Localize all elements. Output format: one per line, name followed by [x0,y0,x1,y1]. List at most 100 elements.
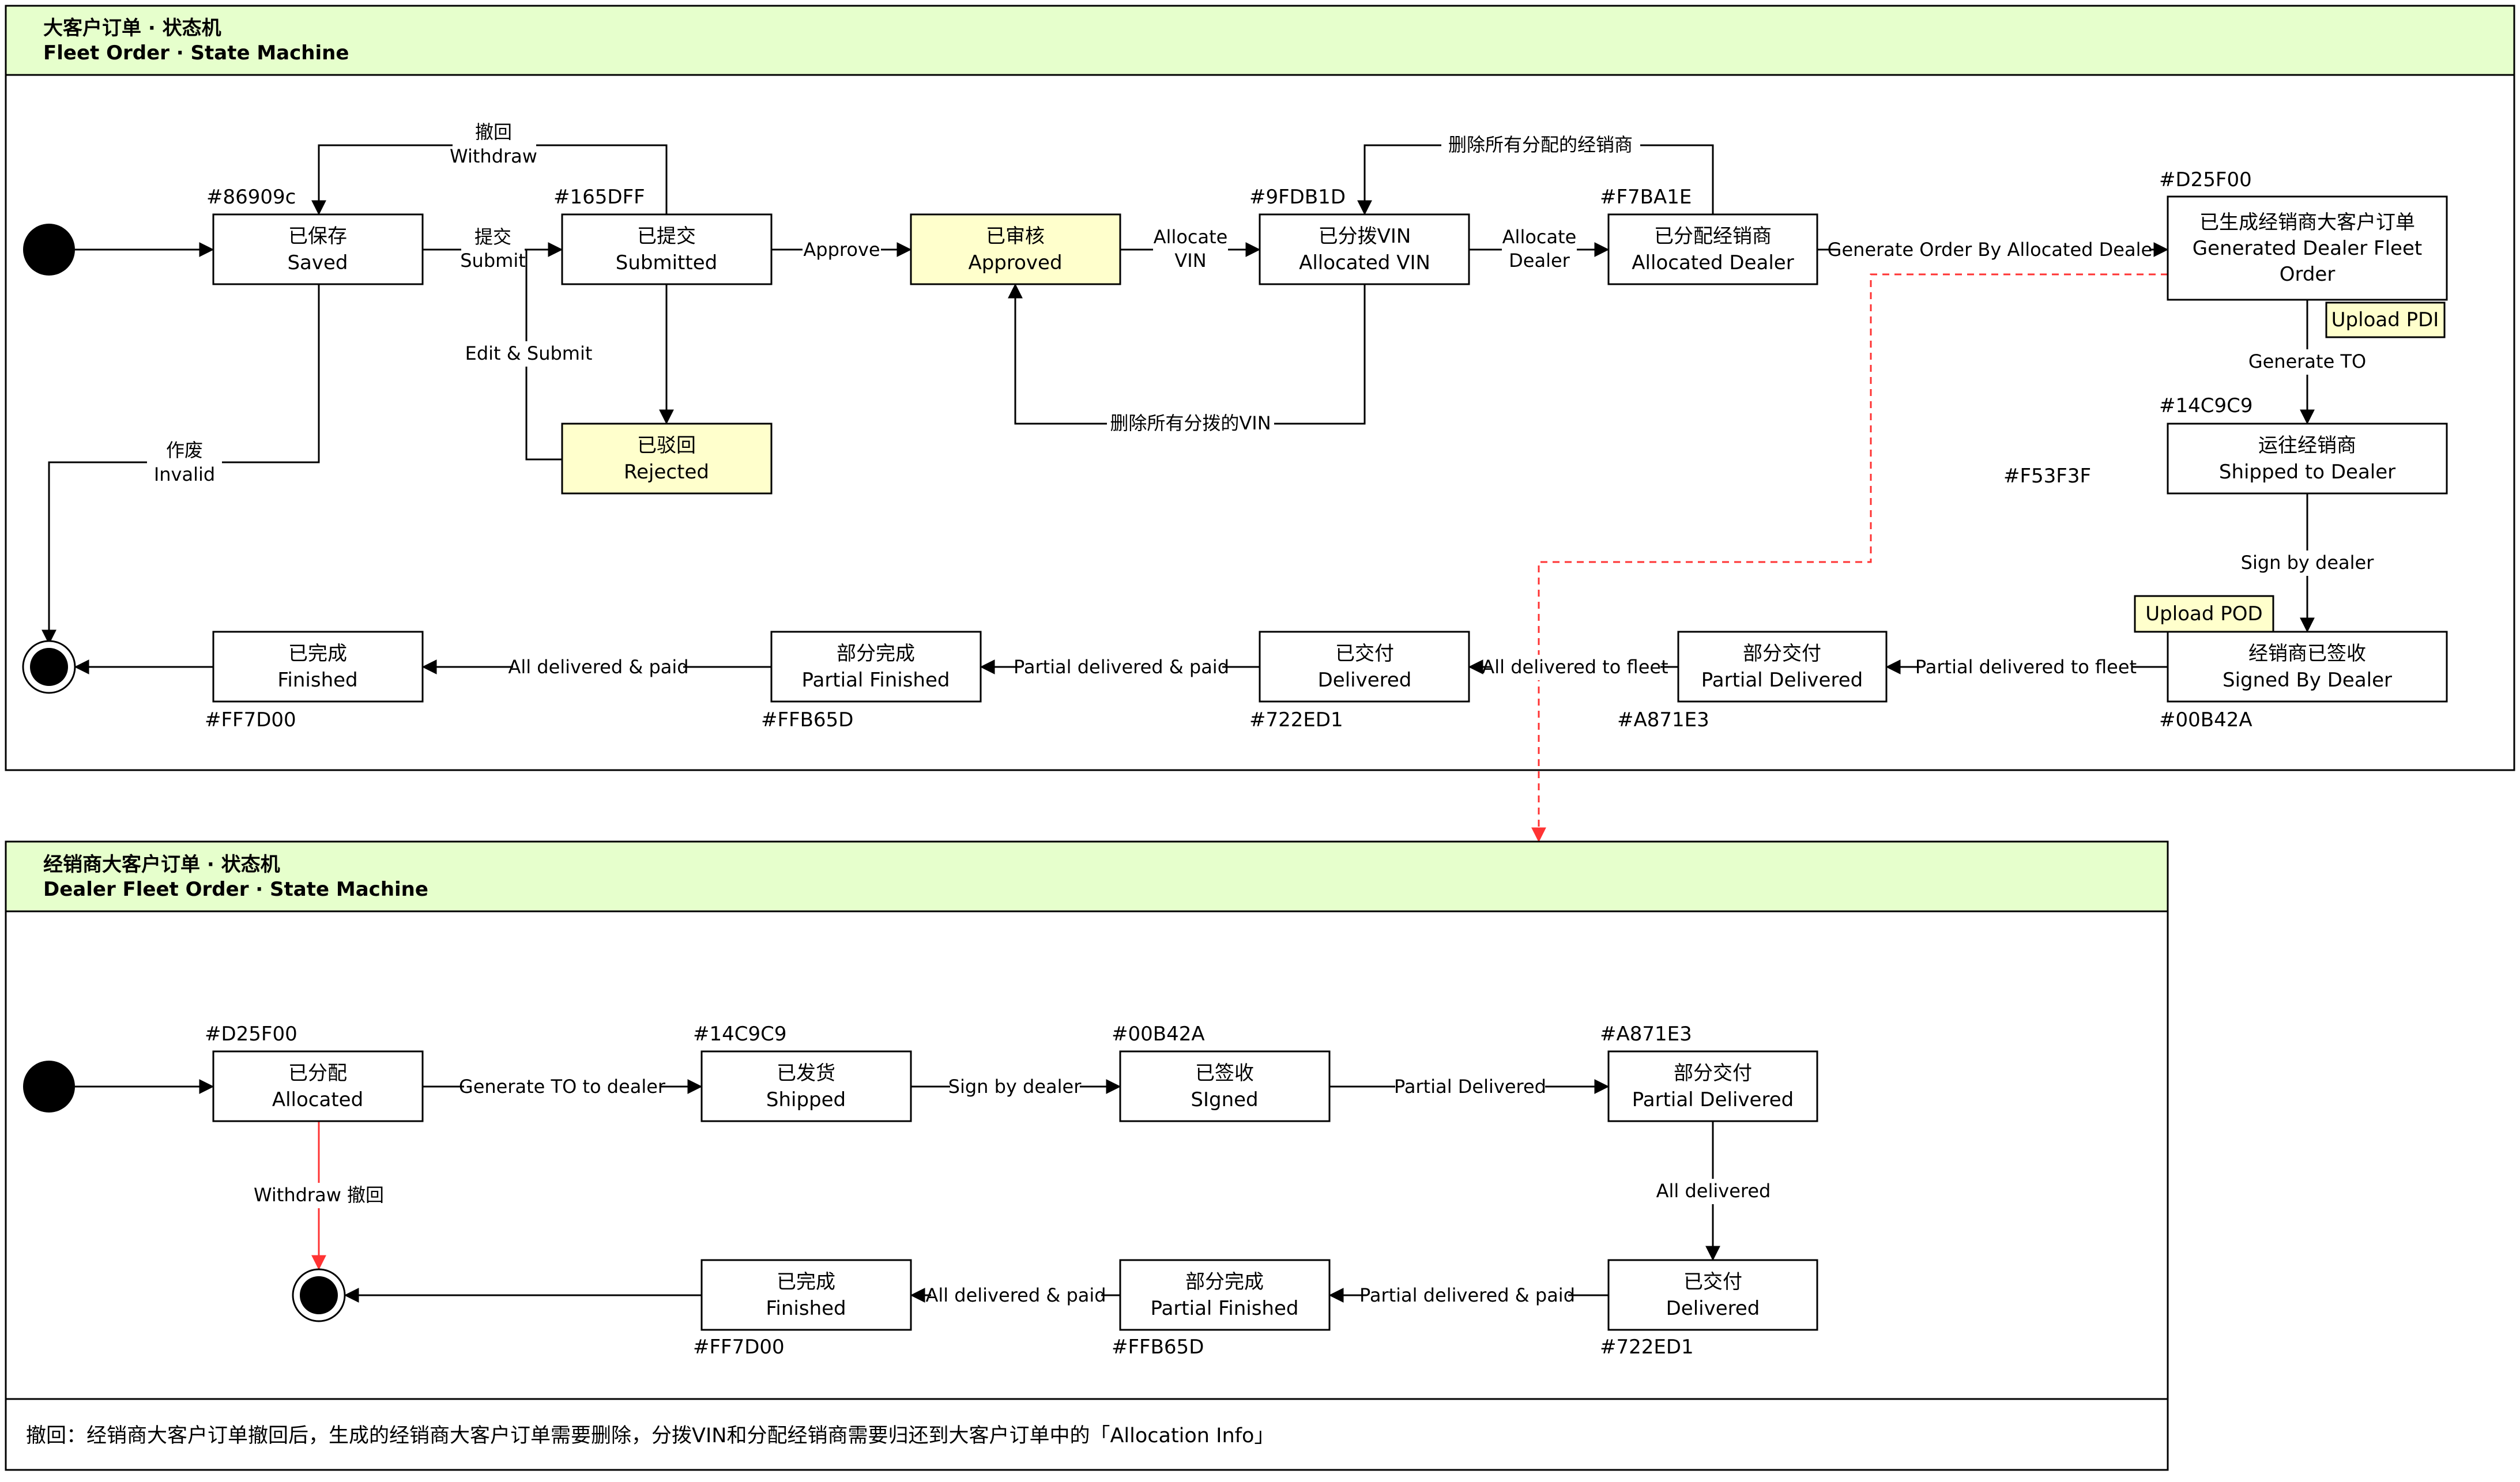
label-allocate-dealer-2: Dealer [1509,250,1570,271]
label-withdraw-en: Withdraw [450,145,537,167]
code-shipped-to-dealer: #14C9C9 [2159,394,2253,417]
fleet-states: 已保存 Saved #86909c 已提交 Submitted #165DFF … [22,168,2448,731]
d-code-delivered: #722ED1 [1600,1336,1694,1359]
svg-text:Finished: Finished [766,1297,846,1320]
d-label-all-delivered: All delivered [1656,1180,1771,1202]
svg-text:已分拨VIN: 已分拨VIN [1319,225,1411,248]
state-partial-delivered[interactable]: 部分交付 Partial Delivered [1677,631,1888,703]
state-approved[interactable]: 已审核 Approved [910,213,1121,285]
label-partial-paid: Partial delivered & paid [1014,656,1229,678]
svg-text:已发货: 已发货 [777,1062,835,1085]
label-delete-dealers: 删除所有分配的经销商 [1448,134,1633,156]
d-state-partial-finished[interactable]: 部分完成 Partial Finished [1119,1259,1331,1331]
d-label-partial-paid: Partial delivered & paid [1359,1284,1575,1306]
code-delivered: #722ED1 [1249,708,1343,731]
svg-text:已完成: 已完成 [288,642,347,665]
svg-text:部分完成: 部分完成 [837,642,915,665]
code-generated: #D25F00 [2159,168,2252,191]
svg-text:已签收: 已签收 [1195,1062,1254,1085]
svg-text:已保存: 已保存 [288,225,347,248]
label-invalid-en: Invalid [154,463,215,485]
d-state-signed[interactable]: 已签收 SIgned [1119,1050,1331,1122]
state-generated-dealer-order[interactable]: 已生成经销商大客户订单 Generated Dealer Fleet Order [2167,195,2448,301]
d-code-partial-finished: #FFB65D [1112,1336,1204,1359]
state-submitted[interactable]: 已提交 Submitted [561,213,773,285]
svg-text:Order: Order [2280,263,2336,286]
d-code-shipped: #14C9C9 [693,1023,787,1046]
code-allocated-dealer: #F7BA1E [1600,186,1692,209]
svg-text:Allocated VIN: Allocated VIN [1299,251,1430,274]
d-label-partial-delivered: Partial Delivered [1394,1076,1546,1098]
svg-text:Allocated Dealer: Allocated Dealer [1632,251,1794,274]
dealer-fleet-order-panel: 经销商大客户订单 · 状态机 Dealer Fleet Order · Stat… [5,840,2169,1471]
d-state-partial-delivered[interactable]: 部分交付 Partial Delivered [1607,1050,1818,1122]
svg-text:Rejected: Rejected [624,461,709,484]
d-state-finished[interactable]: 已完成 Finished [700,1259,912,1331]
svg-text:运往经销商: 运往经销商 [2258,434,2356,457]
label-delete-vins: 删除所有分拨的VIN [1110,412,1271,434]
svg-text:已交付: 已交付 [1683,1270,1742,1294]
code-saved: #86909c [206,186,296,209]
d-state-allocated[interactable]: 已分配 Allocated [212,1050,424,1122]
initial-state [23,224,75,276]
code-submitted: #165DFF [553,186,645,209]
label-submit-zh: 提交 [474,226,511,248]
svg-text:已完成: 已完成 [777,1270,835,1294]
svg-text:Shipped: Shipped [766,1088,846,1111]
final-state [22,640,76,694]
state-finished[interactable]: 已完成 Finished [212,631,424,703]
dealer-states: 已分配 Allocated #D25F00 已发货 Shipped #14C9C… [23,1023,1818,1359]
state-saved[interactable]: 已保存 Saved [212,213,424,285]
note-upload-pod: Upload POD [2134,595,2274,633]
edge-edit-submit [525,250,562,461]
svg-text:已审核: 已审核 [986,225,1045,248]
d-state-shipped[interactable]: 已发货 Shipped [700,1050,912,1122]
state-rejected[interactable]: 已驳回 Rejected [561,423,773,495]
label-generate-to: Generate TO [2248,350,2366,372]
state-allocated-vin[interactable]: 已分拨VIN Allocated VIN [1259,213,1470,285]
withdraw-note: 撤回：经销商大客户订单撤回后，生成的经销商大客户订单需要删除，分拨VIN和分配经… [26,1424,1274,1447]
svg-text:SIgned: SIgned [1191,1088,1258,1111]
d-initial-state [23,1061,75,1113]
svg-text:Upload PDI: Upload PDI [2331,308,2439,331]
svg-text:Finished: Finished [277,669,357,692]
label-withdraw-zh: 撤回 [475,121,512,143]
svg-text:Approved: Approved [968,251,1062,274]
d-code-allocated: #D25F00 [205,1023,297,1046]
d-code-signed: #00B42A [1112,1023,1205,1046]
svg-text:Shipped to Dealer: Shipped to Dealer [2219,461,2395,484]
state-allocated-dealer[interactable]: 已分配经销商 Allocated Dealer [1607,213,1818,285]
dealer-edge-labels: Generate TO to dealer Sign by dealer Par… [253,1074,1773,1308]
svg-text:Signed By Dealer: Signed By Dealer [2223,669,2392,692]
state-partial-finished[interactable]: 部分完成 Partial Finished [770,631,982,703]
state-signed-by-dealer[interactable]: 经销商已签收 Signed By Dealer [2167,631,2448,703]
label-edit-submit: Edit & Submit [465,342,593,364]
d-code-finished: #FF7D00 [693,1336,785,1359]
fleet-edge-labels: 撤回 Withdraw 提交 Submit Edit & Submit Appr… [147,118,2375,680]
d-label-withdraw: Withdraw 撤回 [254,1184,384,1206]
code-partial-delivered: #A871E3 [1617,708,1709,731]
svg-text:Upload POD: Upload POD [2145,602,2262,625]
label-partial-to-fleet: Partial delivered to fleet [1915,656,2137,678]
note-upload-pdi: Upload PDI [2325,301,2446,338]
label-all-to-fleet: All delivered to fleet [1482,656,1668,678]
svg-text:Partial Delivered: Partial Delivered [1701,669,1863,692]
state-delivered[interactable]: 已交付 Delivered [1259,631,1470,703]
svg-text:Submitted: Submitted [616,251,717,274]
label-submit-en: Submit [460,250,526,271]
d-code-partial-delivered: #A871E3 [1600,1023,1692,1046]
code-signed-by-dealer: #00B42A [2159,708,2252,731]
svg-text:已交付: 已交付 [1335,642,1394,665]
label-generate-order: Generate Order By Allocated Dealer [1828,239,2160,261]
svg-text:部分交付: 部分交付 [1743,642,1821,665]
code-finished: #FF7D00 [205,708,296,731]
d-state-delivered[interactable]: 已交付 Delivered [1607,1259,1818,1331]
d-label-sign: Sign by dealer [948,1076,1082,1098]
panel-title-en: Fleet Order · State Machine [43,42,349,65]
svg-text:Delivered: Delivered [1666,1297,1760,1320]
svg-text:部分交付: 部分交付 [1674,1062,1752,1085]
code-allocated-vin: #9FDB1D [1249,186,1346,209]
state-shipped-to-dealer[interactable]: 运往经销商 Shipped to Dealer [2167,423,2448,495]
svg-text:Partial Delivered: Partial Delivered [1632,1088,1794,1111]
label-allocate-vin-2: VIN [1174,250,1206,271]
